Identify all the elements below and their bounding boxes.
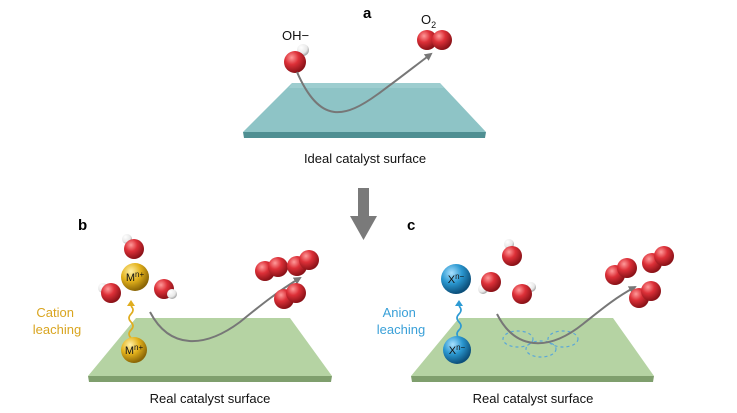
oxygen-molecule-icon — [629, 281, 661, 308]
leaching-wavy-arrow-c — [456, 305, 462, 339]
vacancy-sites — [502, 330, 579, 358]
ideal-catalyst-slab — [243, 83, 486, 138]
leaching-wavy-arrow-b — [128, 305, 134, 339]
reaction-path-arrow-c — [496, 286, 637, 345]
oxygen-molecule-icon — [642, 246, 674, 273]
real-catalyst-slab-c — [411, 318, 654, 382]
panel-b-letter: b — [78, 217, 87, 234]
oxygen-molecule-icon — [605, 258, 637, 285]
cation-sphere-top — [121, 263, 149, 291]
oxygen-molecule-icon — [255, 257, 288, 281]
cation-leached-sphere: Mn+ — [121, 337, 147, 363]
hydroxide-label: OH− — [282, 28, 309, 43]
oxygen-label: O2 — [421, 12, 436, 30]
panel-a-letter: a — [363, 5, 372, 22]
hydroxide-molecule — [284, 44, 309, 73]
ideal-surface-label: Ideal catalyst surface — [304, 151, 426, 166]
real-surface-label-b: Real catalyst surface — [150, 391, 271, 406]
cation-leaching-label: Cation leaching — [33, 305, 81, 337]
anion-label-bottom: Xn− — [449, 343, 466, 357]
cation-label-bottom: Mn+ — [125, 343, 144, 357]
panel-a: a Ideal catalyst surface OH− O2 — [243, 5, 486, 166]
oxygen-molecule-icon — [287, 250, 319, 276]
vacancy-site — [502, 330, 534, 348]
hydrated-cation-complex: Mn+ — [98, 234, 177, 303]
anion-leached-sphere: Xn− — [443, 336, 471, 364]
hydroxide-molecule — [512, 282, 536, 304]
vacancy-site — [547, 330, 579, 348]
hydroxide-molecule — [478, 272, 501, 294]
anion-sphere-top: Xn− — [441, 264, 471, 294]
oxygen-molecule-icon — [274, 283, 306, 309]
vacancy-site — [525, 340, 557, 358]
down-arrow-icon — [350, 188, 377, 240]
cation-label-top: Mn+ — [126, 270, 145, 284]
oxygen-molecule-icon — [417, 30, 452, 50]
panel-c-letter: c — [407, 217, 415, 234]
anion-leaching-label: Anion leaching — [377, 305, 425, 337]
anion-label-top: Xn− — [448, 272, 465, 286]
panel-c: c Real catalyst surface Anion leaching X… — [377, 217, 674, 406]
panel-b: b Real catalyst surface Cation leaching … — [33, 217, 332, 406]
real-surface-label-c: Real catalyst surface — [473, 391, 594, 406]
real-catalyst-slab-b — [88, 318, 332, 382]
hydroxide-molecule — [502, 239, 522, 266]
reaction-path-arrow-a — [296, 52, 433, 114]
